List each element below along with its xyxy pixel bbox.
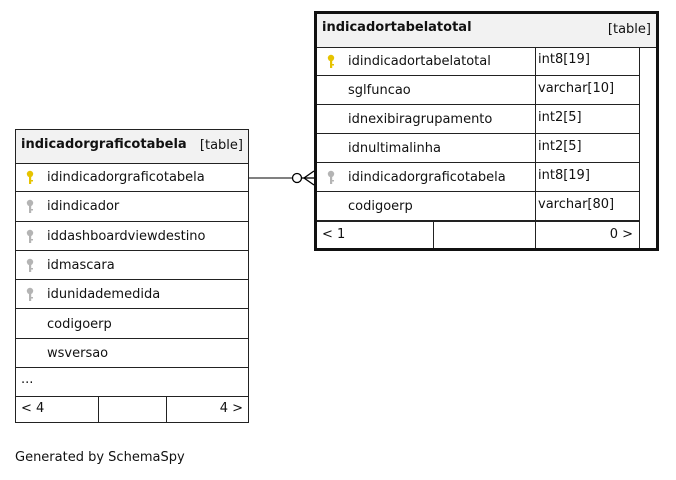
column-name: idindicadorgraficotabela: [348, 170, 506, 185]
parents-count[interactable]: < 4: [21, 401, 45, 416]
column-type: int2[5]: [538, 139, 582, 154]
column-type: int2[5]: [538, 110, 582, 125]
more-columns-row: ...: [16, 368, 248, 397]
more-columns-label: ...: [21, 372, 34, 387]
foreign-key-icon: [25, 199, 35, 215]
column-row[interactable]: idindicadorgraficotabela int8[19]: [317, 163, 639, 192]
column-name: codigoerp: [348, 199, 413, 214]
column-name: idnultimalinha: [348, 141, 441, 156]
parents-count[interactable]: < 1: [322, 227, 346, 242]
column-name: idmascara: [47, 257, 115, 273]
column-row[interactable]: iddashboardviewdestino: [16, 222, 248, 251]
table-header: indicadorgraficotabela [table]: [16, 130, 248, 164]
column-row[interactable]: idnultimalinha int2[5]: [317, 134, 639, 163]
column-type: varchar[10]: [538, 81, 615, 96]
column-name: idunidademedida: [47, 287, 161, 303]
column-name: idindicadorgraficotabela: [47, 170, 205, 185]
column-name: idnexibiragrupamento: [348, 112, 493, 127]
column-row[interactable]: codigoerp varchar[80]: [317, 192, 639, 221]
primary-key-icon: [326, 54, 336, 70]
column-name: iddashboardviewdestino: [47, 228, 206, 244]
column-name: idindicador: [47, 199, 120, 215]
column-type: int8[19]: [538, 52, 590, 67]
column-row[interactable]: idmascara: [16, 251, 248, 281]
column-row[interactable]: idindicadortabelatotal int8[19]: [317, 47, 639, 76]
crowfoot-many-marker: [302, 170, 315, 186]
column-row[interactable]: idindicador: [16, 192, 248, 222]
foreign-key-icon: [25, 229, 35, 245]
column-row[interactable]: codigoerp: [16, 310, 248, 339]
primary-key-icon: [25, 170, 35, 186]
table-header: indicadortabelatotal [table]: [317, 14, 656, 48]
table-name: indicadortabelatotal: [322, 20, 472, 35]
children-count[interactable]: 4 >: [219, 401, 243, 416]
table-indicadortabelatotal[interactable]: indicadortabelatotal [table] idindicador…: [314, 11, 659, 251]
column-row[interactable]: wsversao: [16, 339, 248, 369]
foreign-key-icon: [25, 287, 35, 303]
column-name: idindicadortabelatotal: [348, 54, 491, 69]
column-row[interactable]: sglfuncao varchar[10]: [317, 76, 639, 105]
column-row[interactable]: idindicadorgraficotabela: [16, 163, 248, 193]
table-footer: < 1 0 >: [317, 221, 639, 248]
column-type: varchar[80]: [538, 197, 615, 212]
column-row[interactable]: idnexibiragrupamento int2[5]: [317, 105, 639, 134]
table-kind: [table]: [199, 138, 243, 153]
column-name: wsversao: [47, 345, 109, 361]
table-indicadorgraficotabela[interactable]: indicadorgraficotabela [table] idindicad…: [15, 129, 249, 423]
table-footer: < 4 4 >: [16, 397, 248, 422]
children-count[interactable]: 0 >: [609, 227, 633, 242]
generated-by-label: Generated by SchemaSpy: [15, 450, 185, 465]
table-name: indicadorgraficotabela: [21, 137, 187, 152]
scrollbar-divider: [639, 47, 640, 248]
column-name: sglfuncao: [348, 83, 411, 98]
foreign-key-icon: [25, 258, 35, 274]
foreign-key-icon: [326, 170, 336, 186]
column-row[interactable]: idunidademedida: [16, 280, 248, 310]
zero-optional-marker: [291, 172, 303, 184]
table-kind: [table]: [607, 22, 651, 37]
column-name: codigoerp: [47, 316, 112, 332]
column-type: int8[19]: [538, 168, 590, 183]
